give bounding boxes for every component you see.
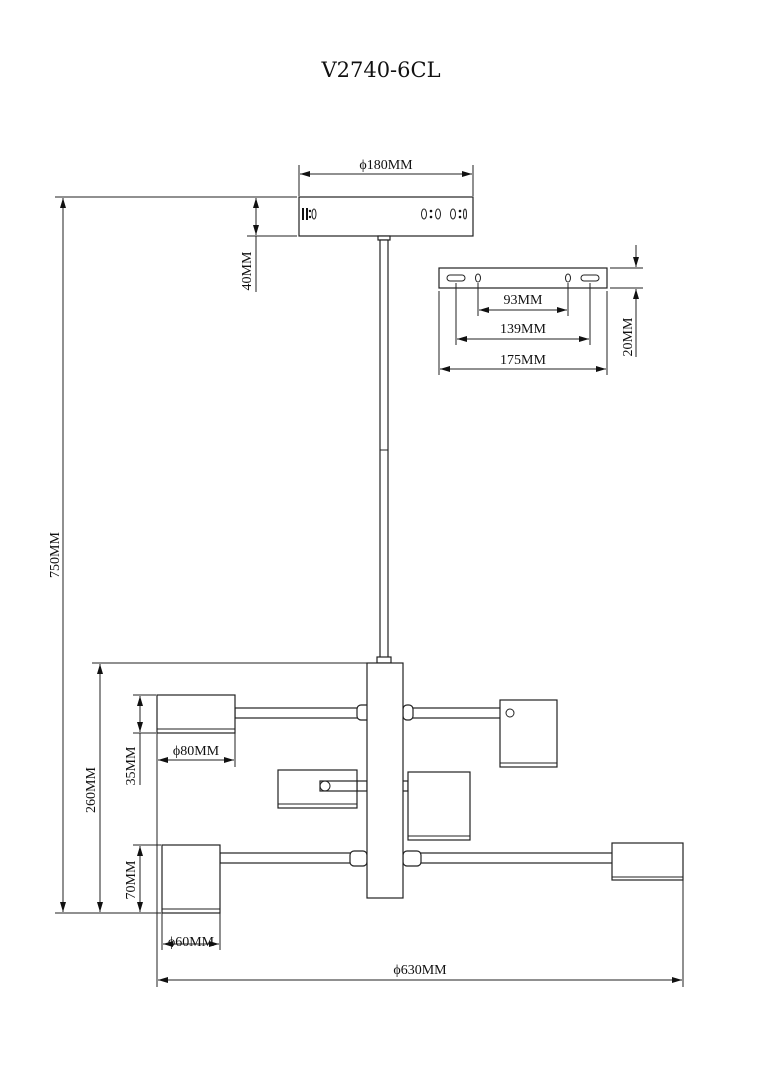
dimension-label: 139MM [500, 322, 546, 337]
shade-bottom-right [611, 842, 684, 881]
dimension-label: 20MM [621, 317, 636, 356]
dimension-label: 260MM [84, 767, 99, 813]
dimension-shade-large-height: 35MM [124, 694, 156, 785]
dimension-label: ϕ180MM [359, 158, 413, 173]
lamp-shades [156, 694, 684, 914]
stem-rod [376, 235, 392, 664]
shade-top-left [156, 694, 236, 734]
drawing-title: V2740-6CL [320, 58, 440, 82]
dimension-canopy-diameter: ϕ180MM [298, 158, 474, 196]
dimension-label: 40MM [240, 251, 255, 290]
shade-top-right [499, 699, 558, 768]
central-body [366, 662, 404, 899]
canopy-screw-marks [302, 208, 467, 220]
dimension-total-diameter: ϕ630MM [156, 733, 684, 987]
dimension-label: 35MM [124, 746, 139, 785]
dimension-shade-small-height: 70MM [124, 844, 161, 914]
dimension-bracket-slots: 139MM [455, 283, 591, 345]
dimension-label: 70MM [124, 860, 139, 899]
canopy [298, 196, 474, 237]
dimension-shade-small-diameter: ϕ60MM [161, 913, 221, 950]
dimension-shade-large-diameter: ϕ80MM [156, 733, 236, 767]
dimension-bracket-length: 175MM [438, 291, 608, 375]
dimension-bracket-height: 20MM [610, 245, 643, 357]
dimension-label: ϕ60MM [168, 935, 215, 950]
shade-mid-right [407, 771, 471, 841]
dimension-canopy-height: 40MM [240, 196, 297, 292]
dimension-bracket-holes: 93MM [477, 283, 569, 316]
mounting-bracket [438, 267, 608, 289]
dimension-label: ϕ80MM [173, 744, 220, 759]
dimension-label: ϕ630MM [393, 963, 447, 978]
shade-bottom-left [161, 844, 221, 914]
dimension-label: 175MM [500, 353, 546, 368]
dimension-label: 93MM [504, 293, 543, 308]
shade-mid-left [277, 769, 358, 809]
dimension-body-height: 260MM [84, 662, 367, 912]
dimension-label: 750MM [48, 532, 63, 578]
